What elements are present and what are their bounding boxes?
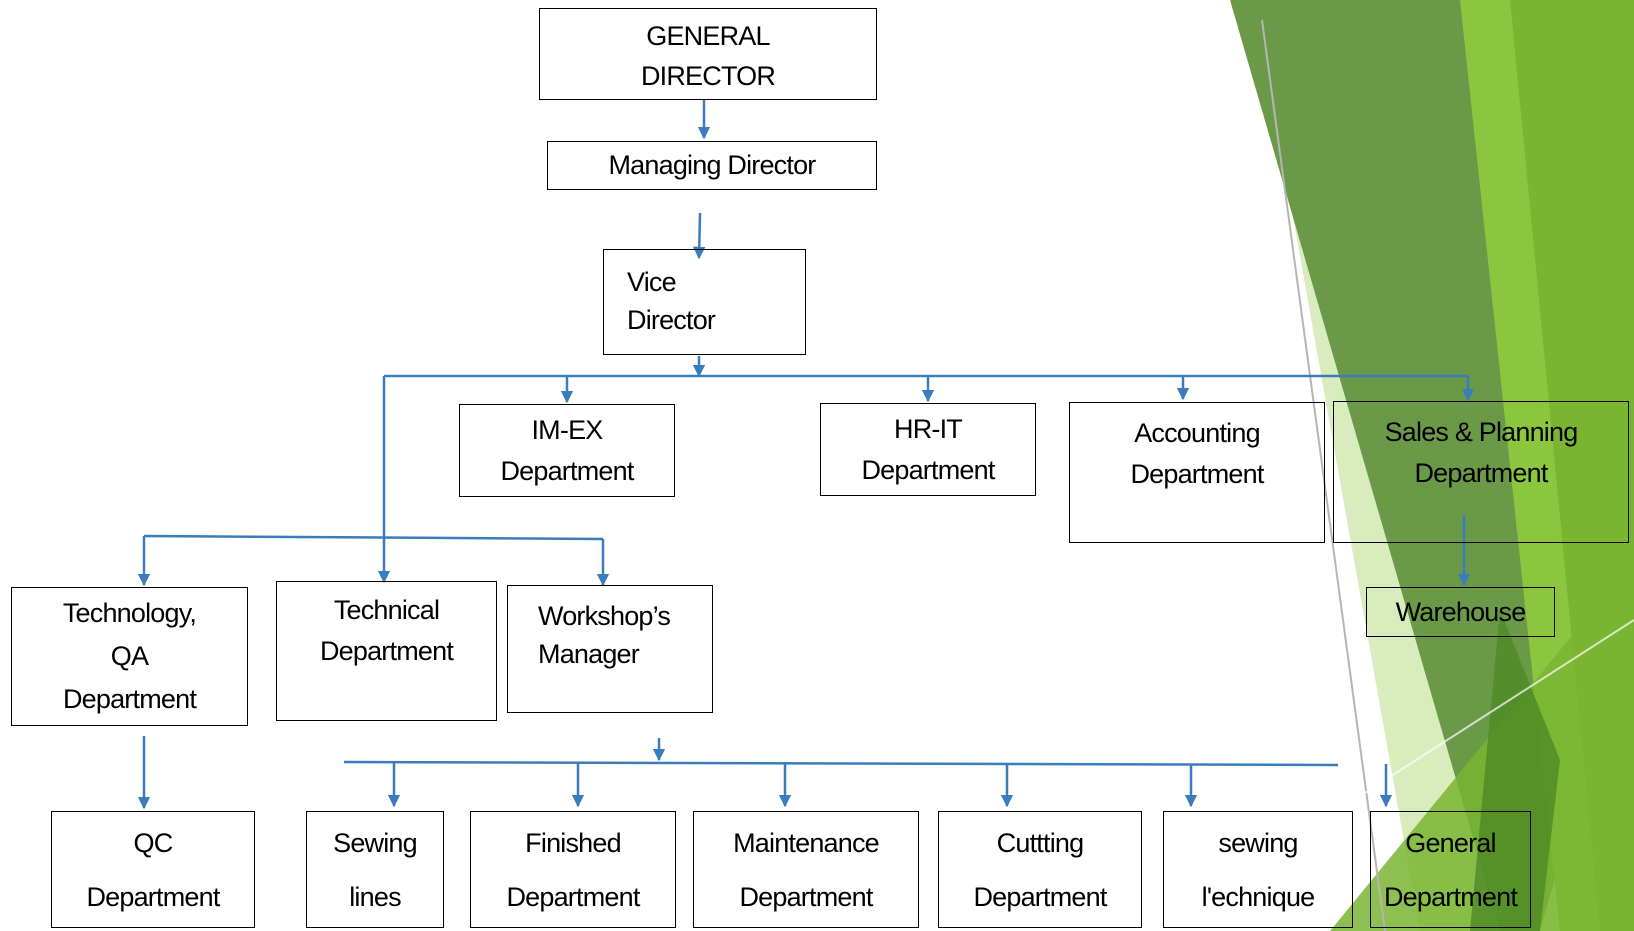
maintenance-department-box: Maintenance Department xyxy=(693,811,919,928)
finished-line-1: Finished xyxy=(525,827,621,858)
im-ex-department-box: IM-EX Department xyxy=(459,404,675,497)
accounting-line-1: Accounting xyxy=(1134,418,1260,448)
qc-line-1: QC xyxy=(133,827,174,858)
sewing-lines-line-2: lines xyxy=(349,881,401,912)
finished-department-box: Finished Department xyxy=(470,811,676,928)
sales-planning-department-box: Sales & Planning Department xyxy=(1333,401,1629,543)
bottom-bus-line xyxy=(343,760,1339,767)
warehouse-box: Warehouse xyxy=(1366,587,1555,637)
qc-department-box: QC Department xyxy=(51,811,255,928)
workshop-manager-line-2: Manager xyxy=(538,638,640,669)
technology-qa-line-2: QA xyxy=(110,640,149,671)
hr-it-line-2: Department xyxy=(861,454,995,485)
deco-deep-green-shard xyxy=(1470,610,1560,931)
sewing-technique-line-2: l'echnique xyxy=(1201,881,1316,912)
workshop-bus-line xyxy=(143,534,604,541)
general-director-box: GENERAL DIRECTOR xyxy=(539,8,877,100)
warehouse-label: Warehouse xyxy=(1395,596,1527,627)
sales-planning-line-1: Sales & Planning xyxy=(1384,417,1579,447)
accounting-line-2: Department xyxy=(1130,458,1264,489)
technology-qa-line-1: Technology, xyxy=(62,597,197,628)
cutting-department-box: Cuttting Department xyxy=(938,811,1142,928)
hr-it-department-box: HR-IT Department xyxy=(820,403,1036,496)
managing-director-label: Managing Director xyxy=(608,150,816,181)
technical-department-box: Technical Department xyxy=(276,581,497,721)
qc-line-2: Department xyxy=(86,881,220,912)
cutting-line-1: Cuttting xyxy=(996,827,1084,858)
sewing-lines-box: Sewing lines xyxy=(306,811,444,928)
technology-qa-line-3: Department xyxy=(62,684,197,715)
finished-line-2: Department xyxy=(506,881,640,912)
vice-director-line-2: Director xyxy=(627,305,716,335)
maintenance-line-2: Department xyxy=(739,881,873,912)
accounting-department-box: Accounting Department xyxy=(1069,402,1325,543)
im-ex-line-1: IM-EX xyxy=(531,415,603,445)
sewing-technique-box: sewing l'echnique xyxy=(1163,811,1353,928)
maintenance-line-1: Maintenance xyxy=(733,827,880,858)
managing-director-box: Managing Director xyxy=(547,141,877,190)
workshop-manager-line-1: Workshop’s xyxy=(538,601,671,631)
deco-lower-green-triangle xyxy=(1330,560,1634,931)
vice-director-box: Vice Director xyxy=(603,249,806,355)
technical-line-1: Technical xyxy=(333,595,440,625)
deco-thin-gray-line xyxy=(1261,19,1386,931)
general-director-line-1: GENERAL xyxy=(646,20,770,51)
technical-line-2: Department xyxy=(319,635,454,666)
arrow-md-to-vd xyxy=(693,212,706,260)
general-department-line-2: Department xyxy=(1383,881,1518,912)
sales-planning-line-2: Department xyxy=(1414,457,1548,488)
im-ex-line-2: Department xyxy=(500,455,634,486)
hr-it-line-1: HR-IT xyxy=(894,414,963,444)
cutting-line-2: Department xyxy=(973,881,1107,912)
workshop-manager-box: Workshop’s Manager xyxy=(507,585,713,713)
sewing-lines-line-1: Sewing xyxy=(333,827,418,858)
sewing-technique-line-1: sewing xyxy=(1218,827,1298,858)
technology-qa-department-box: Technology, QA Department xyxy=(11,587,248,726)
general-director-line-2: DIRECTOR xyxy=(640,61,776,91)
general-department-box: General Department xyxy=(1370,811,1531,928)
vice-director-line-1: Vice xyxy=(627,267,677,298)
general-department-line-1: General xyxy=(1405,827,1496,858)
deco-thin-white-line xyxy=(1149,619,1634,931)
